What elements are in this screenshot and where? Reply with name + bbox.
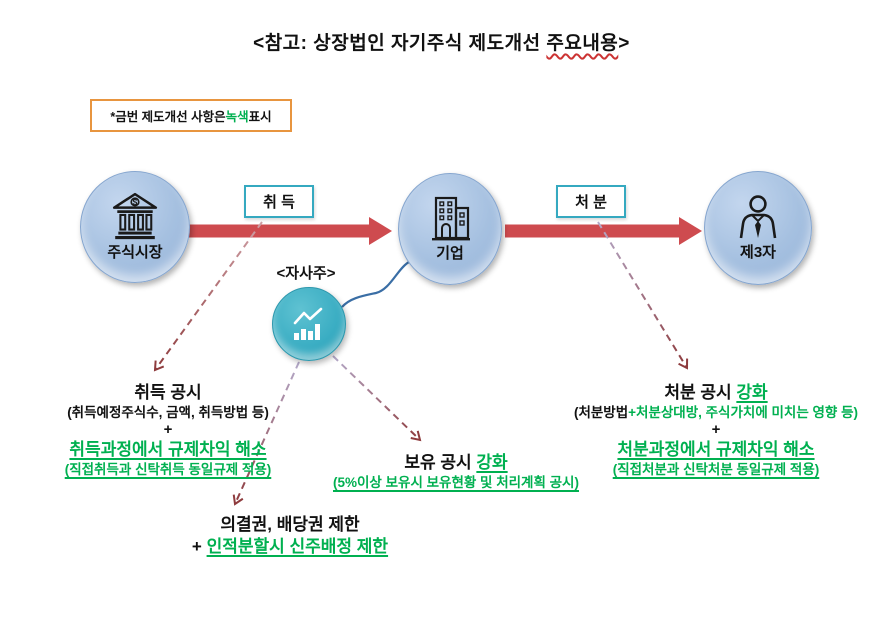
legend-note-box: *금번 제도개선 사항은 녹색 표시 [90, 99, 292, 132]
disposal-improvement: 처분과정에서 규제차익 해소 [617, 439, 815, 459]
disposal-arrow [505, 217, 702, 245]
acquisition-disclosure-block: 취득 공시 (취득예정주식수, 금액, 취득방법 등) + 취득과정에서 규제차… [22, 382, 314, 479]
disposal-subtitle-black: (처분방법 [573, 405, 629, 421]
page-title-pre: <참고: 상장법인 자기주식 제도개선 [253, 33, 547, 54]
note-suffix: 표시 [248, 110, 272, 124]
disposal-disclosure-block: 처분 공시 강화 (처분방법+처분상대방, 주식가치에 미치는 영향 등) + … [555, 382, 877, 479]
rights-improvement: 인적분할시 신주배정 제한 [206, 537, 389, 557]
page-title-post: > [618, 33, 630, 54]
page-title-underlined: 주요내용 [546, 33, 619, 54]
disposal-title-green: 강화 [736, 383, 768, 402]
node-third-party: 제3자 [704, 171, 812, 285]
node-stock-market-label: 주식시장 [107, 244, 163, 261]
holding-disclosure-subtitle: (5%이상 보유시 보유현황 및 처리계획 공시) [333, 475, 579, 491]
acquisition-improvement: 취득과정에서 규제차익 해소 [69, 439, 267, 459]
holding-title-green: 강화 [476, 453, 508, 472]
disposal-label-box: 처 분 [556, 185, 626, 218]
person-icon [739, 195, 777, 239]
disposal-disclosure-subtitle: (처분방법+처분상대방, 주식가치에 미치는 영향 등) [555, 404, 877, 422]
node-stock-market: $ 주식시장 [80, 171, 190, 283]
acquisition-plus: + [163, 421, 173, 439]
bank-icon: $ [112, 192, 158, 240]
disposal-label: 처 분 [575, 194, 607, 211]
rights-plus: + [191, 537, 207, 557]
acquisition-improvement-sub: (직접취득과 신탁취득 동일규제 적용) [64, 462, 272, 478]
acquisition-label-box: 취 득 [244, 185, 314, 218]
holding-disclosure-block: 보유 공시 강화 (5%이상 보유시 보유현황 및 처리계획 공시) [320, 452, 592, 492]
disposal-improvement-sub: (직접처분과 신탁처분 동일규제 적용) [612, 462, 820, 478]
rights-restriction-title: 의결권, 배당권 제한 [220, 515, 360, 534]
holding-title-black: 보유 공시 [404, 453, 477, 472]
acquisition-disclosure-title: 취득 공시 [134, 383, 202, 402]
disposal-disclosure-title: 처분 공시 강화 [555, 382, 877, 404]
disposal-plus: + [711, 421, 721, 439]
acquisition-arrow [187, 217, 392, 245]
disposal-title-black: 처분 공시 [664, 383, 737, 402]
holding-disclosure-connector [332, 355, 422, 442]
rights-restriction-block: 의결권, 배당권 제한 + 인적분할시 신주배정 제한 [140, 514, 440, 559]
rights-restriction-line2: + 인적분할시 신주배정 제한 [140, 536, 440, 558]
node-company: 기업 [398, 173, 502, 285]
holding-disclosure-title: 보유 공시 강화 [320, 452, 592, 474]
page-title: <참고: 상장법인 자기주식 제도개선 주요내용> [0, 28, 883, 55]
node-third-party-label: 제3자 [740, 244, 776, 261]
treasury-label: <자사주> [276, 265, 336, 282]
acquisition-label: 취 득 [263, 194, 295, 211]
note-highlight: 녹색 [225, 110, 249, 124]
note-prefix: *금번 제도개선 사항은 [110, 110, 226, 124]
node-treasury [272, 287, 346, 361]
acquisition-disclosure-subtitle: (취득예정주식수, 금액, 취득방법 등) [67, 405, 269, 421]
svg-text:$: $ [133, 197, 138, 207]
disposal-disclosure-connector [597, 221, 689, 370]
rights-restriction-connector [232, 361, 300, 506]
acquisition-disclosure-connector [153, 221, 263, 372]
chart-icon [293, 307, 323, 340]
node-company-label: 기업 [436, 245, 464, 262]
building-icon [432, 196, 470, 241]
disposal-subtitle-green: +처분상대방, 주식가치에 미치는 영향 등) [628, 405, 859, 421]
